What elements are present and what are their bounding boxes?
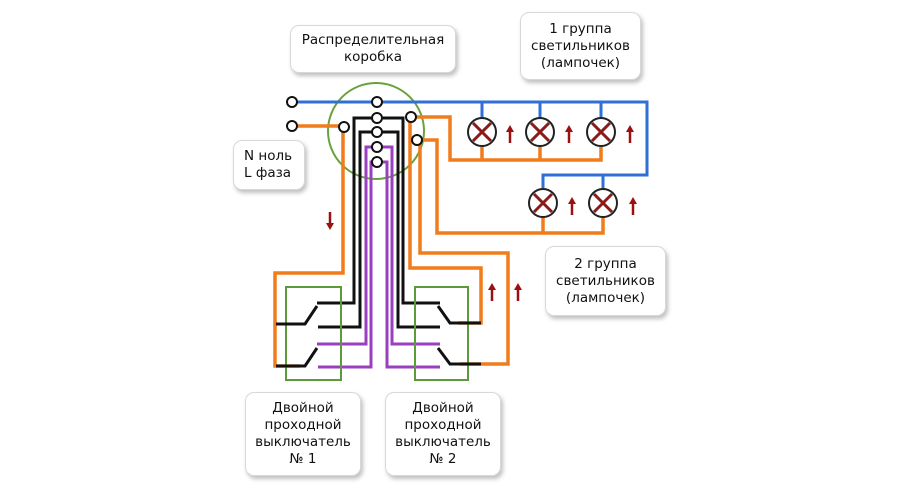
label-line: проходной	[264, 417, 342, 433]
arrow-down-icon	[326, 212, 334, 230]
label-line: L фаза	[244, 165, 292, 181]
lamp-icon	[528, 188, 558, 218]
arrow-up-icon	[626, 125, 634, 143]
phase-wires	[273, 115, 605, 368]
supply-label: N ноль L фаза	[233, 140, 305, 190]
switch-2	[414, 286, 481, 381]
arrow-up-icon	[629, 197, 637, 215]
lamp-icon	[525, 117, 555, 147]
label-line: светильников	[531, 37, 630, 54]
label-line: 1 группа	[549, 20, 612, 37]
lamp-icon	[586, 117, 616, 147]
arrow-up-icon	[514, 283, 522, 301]
label-line: проходной	[404, 417, 482, 433]
lamp-icon	[467, 117, 497, 147]
terminals	[286, 96, 423, 168]
group1-label: 1 группа светильников (лампочек)	[520, 12, 641, 80]
label-line: светильников	[556, 272, 655, 289]
label-line: коробка	[344, 49, 402, 65]
arrow-up-icon	[565, 125, 573, 143]
label-line: выключатель	[255, 434, 351, 450]
switch-1	[276, 286, 342, 381]
junction-box-label: Распределительная коробка	[290, 25, 456, 73]
label-line: выключатель	[395, 434, 491, 450]
label-line: N ноль	[244, 148, 293, 164]
arrow-up-icon	[488, 283, 496, 301]
label-line: № 1	[289, 451, 317, 467]
label-line: (лампочек)	[540, 54, 621, 71]
switch2-label: Двойной проходной выключатель № 2	[385, 392, 501, 476]
current-arrows	[326, 125, 637, 301]
label-line: (лампочек)	[565, 289, 646, 306]
switch1-label: Двойной проходной выключатель № 1	[245, 392, 361, 476]
label-line: Двойной	[412, 400, 474, 416]
lamps	[467, 117, 618, 218]
black-traveler-wires	[317, 116, 440, 329]
lamp-icon	[588, 188, 618, 218]
group2-label: 2 группа светильников (лампочек)	[545, 246, 666, 316]
label-line: № 2	[429, 451, 457, 467]
label-line: Двойной	[272, 400, 334, 416]
junction-box-outline	[327, 82, 425, 180]
arrow-up-icon	[506, 125, 514, 143]
neutral-wire	[292, 100, 649, 189]
label-line: Распределительная	[301, 32, 445, 48]
arrow-up-icon	[568, 197, 576, 215]
label-line: 2 группа	[574, 255, 637, 272]
